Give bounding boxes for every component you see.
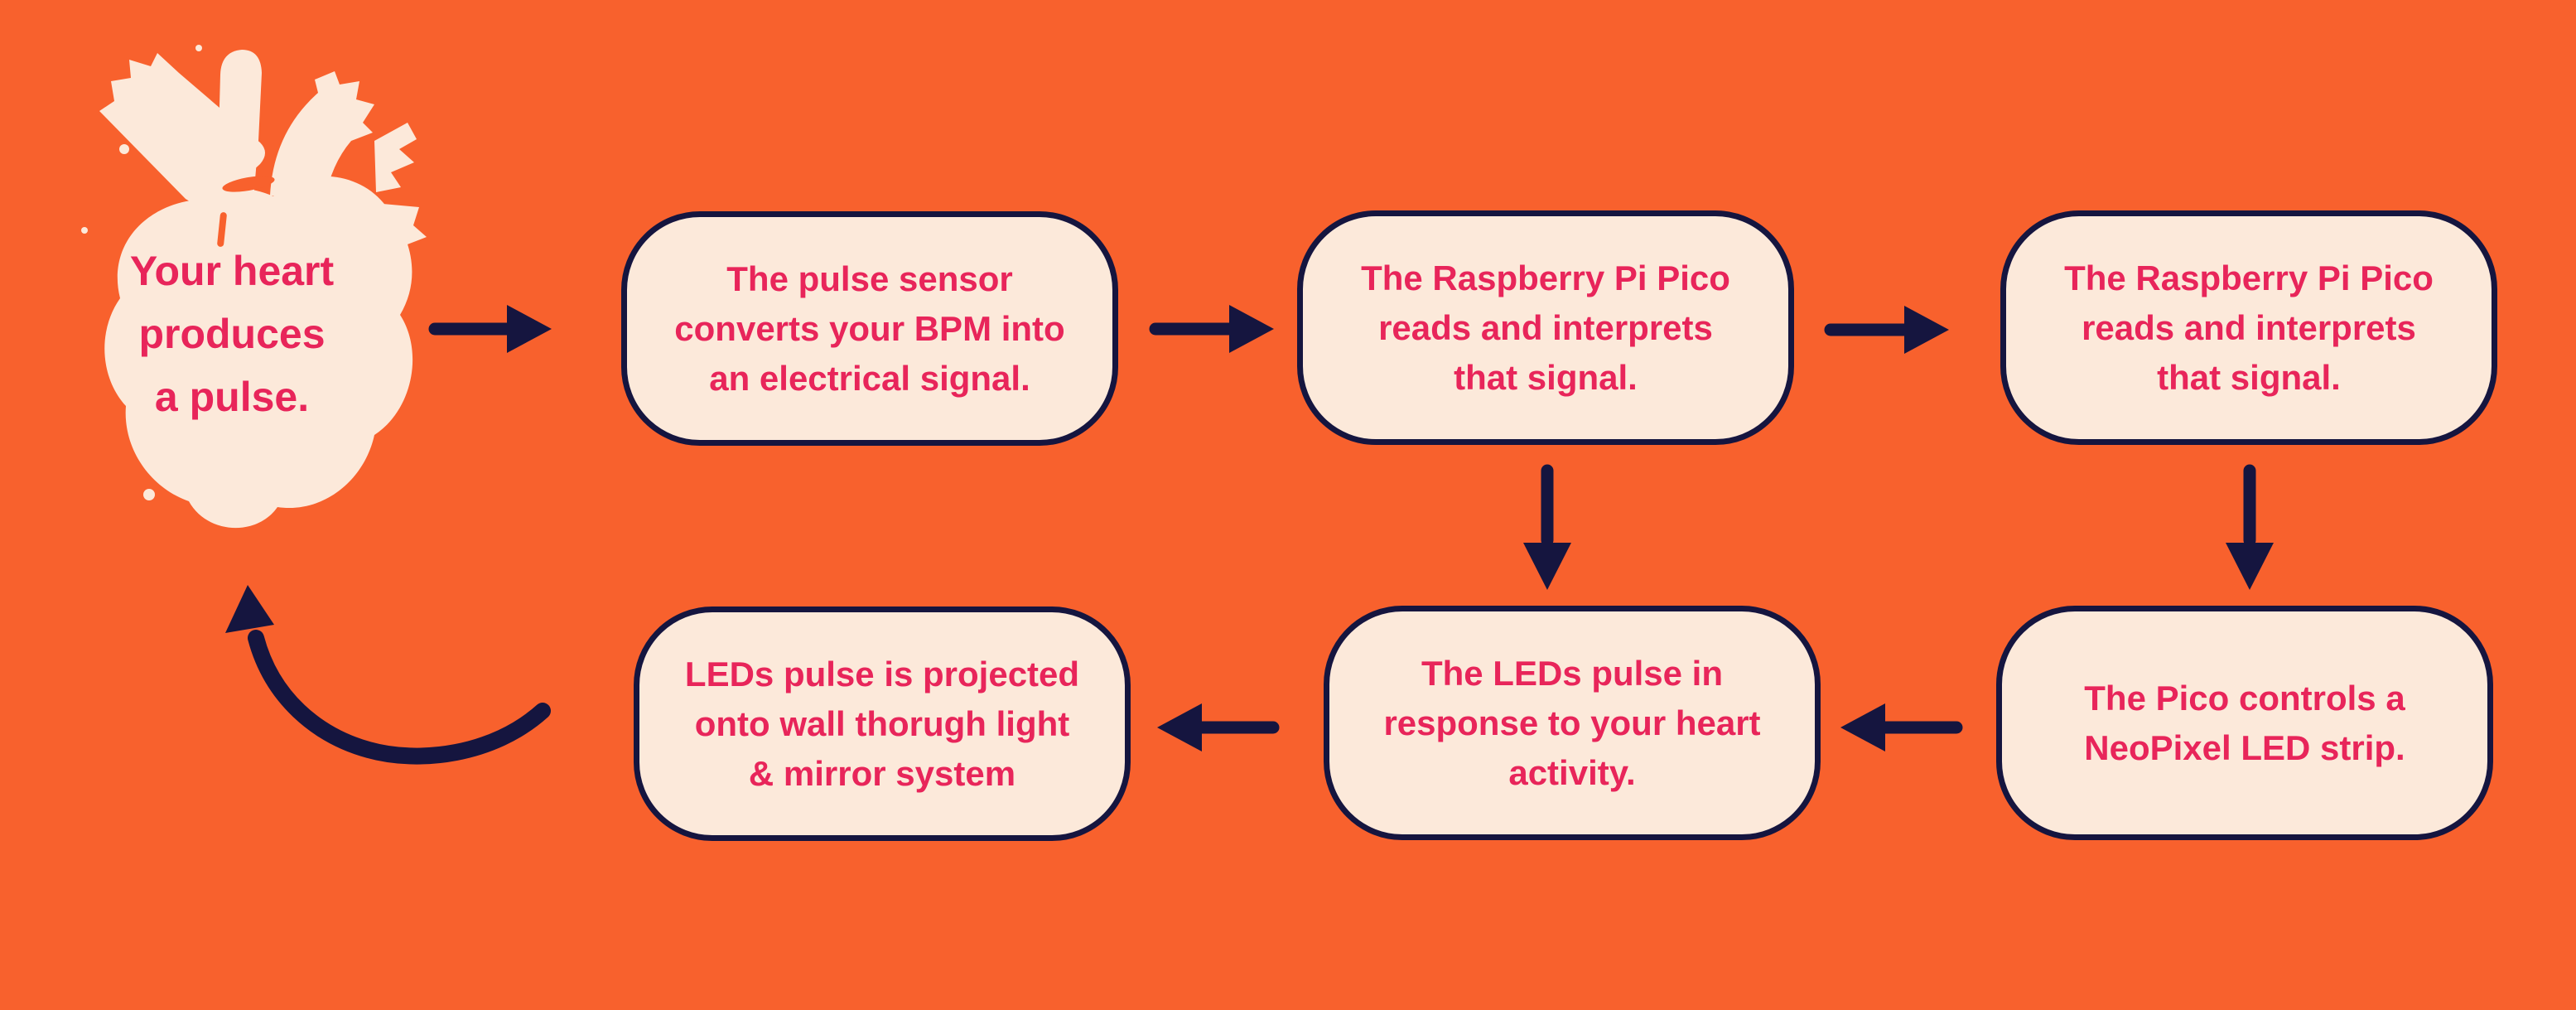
- heart-label: Your heart produces a pulse.: [129, 248, 335, 420]
- heart-vessel-middle: [217, 50, 262, 199]
- arrow-heart-to-pulse-sensor: [428, 305, 552, 353]
- arrow-loop-back-to-heart: [225, 585, 551, 765]
- flow-box-pico-reads-2-text: The Raspberry Pi Pico reads and interpre…: [2064, 258, 2434, 397]
- arrow-pico1-to-pico2: [1824, 306, 1949, 354]
- flow-box-leds-pulse-text: The LEDs pulse in response to your heart…: [1383, 653, 1761, 792]
- heart-vessel-stub-upper: [374, 123, 417, 192]
- heart-body-shape: [104, 176, 413, 529]
- arrow-pico1-down-to-leds-pulse: [1523, 464, 1571, 590]
- flow-box-pico-controls: The Pico controls a NeoPixel LED strip.: [1996, 606, 2493, 840]
- flow-box-pulse-sensor-text: The pulse sensor converts your BPM into …: [674, 259, 1065, 398]
- flow-box-pico-controls-text: The Pico controls a NeoPixel LED strip.: [2084, 678, 2405, 767]
- arrow-pulse-sensor-to-pico1: [1149, 305, 1274, 353]
- heart-illustration: [81, 45, 427, 529]
- flow-box-pulse-sensor: The pulse sensor converts your BPM into …: [621, 211, 1118, 446]
- heart-vessel-arch: [270, 71, 374, 201]
- heart-vessel-stub-lower: [383, 204, 427, 247]
- arrow-leds-pulse-to-projected: [1157, 703, 1280, 751]
- flow-box-pico-reads-1: The Raspberry Pi Pico reads and interpre…: [1297, 210, 1794, 445]
- flow-box-pico-reads-2: The Raspberry Pi Pico reads and interpre…: [2000, 210, 2497, 445]
- flow-box-leds-pulse: The LEDs pulse in response to your heart…: [1324, 606, 1821, 840]
- flow-box-pico-reads-1-text: The Raspberry Pi Pico reads and interpre…: [1361, 258, 1730, 397]
- heart-speckles: [81, 45, 376, 500]
- flow-box-leds-projected-text: LEDs pulse is projected onto wall thorug…: [684, 654, 1080, 793]
- heart-detail-slits: [217, 176, 275, 247]
- flow-box-leds-projected: LEDs pulse is projected onto wall thorug…: [634, 606, 1131, 841]
- arrow-pico2-down-to-pico-controls: [2226, 464, 2274, 590]
- arrow-pico-controls-to-leds-pulse: [1840, 703, 1963, 751]
